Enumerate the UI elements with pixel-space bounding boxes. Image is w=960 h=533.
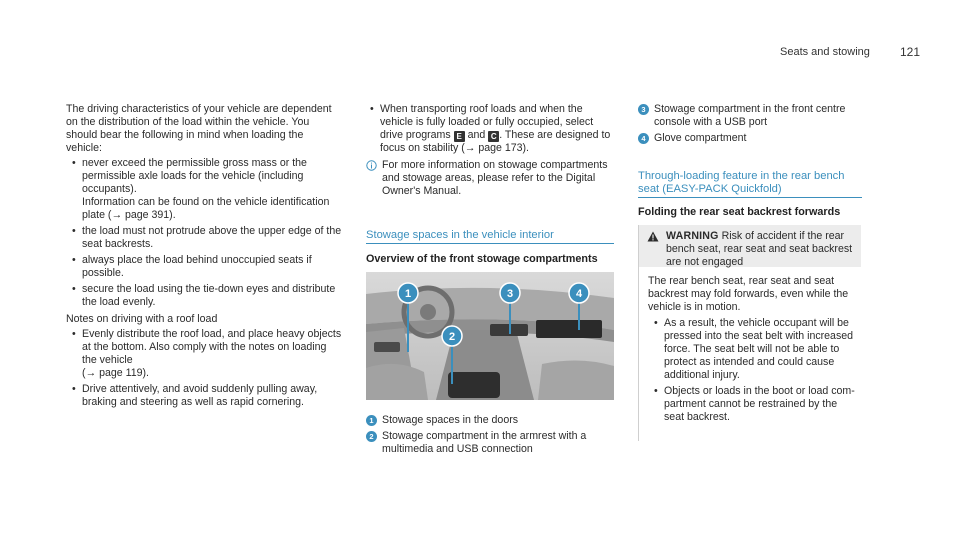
- warning-title: WARNING Risk of accident if the rear ben…: [666, 230, 853, 268]
- svg-text:4: 4: [576, 288, 583, 300]
- info-note: For more information on stowage compart­…: [366, 159, 614, 198]
- page-reference-link[interactable]: page 173).: [478, 142, 530, 154]
- drive-program-c-icon: C: [488, 131, 500, 142]
- list-item: the load must not protrude above the upp…: [72, 225, 342, 251]
- svg-text:2: 2: [449, 331, 455, 343]
- legend-number: 3: [638, 104, 649, 115]
- warning-bullet-list: As a result, the vehicle occupant will b…: [654, 317, 860, 424]
- callout-2: 2: [441, 325, 463, 347]
- legend-item: 1 Stowage spaces in the doors: [366, 414, 614, 427]
- warning-body: The rear bench seat, rear seat and seat …: [648, 275, 860, 427]
- callout-4: 4: [568, 282, 590, 304]
- legend-number: 2: [366, 431, 377, 442]
- list-item: Drive attentively, and avoid suddenly pu…: [72, 383, 342, 409]
- callout-3: 3: [499, 282, 521, 304]
- list-item: When transporting roof loads and when th…: [370, 103, 614, 155]
- legend-item: 4 Glove compartment: [638, 132, 862, 145]
- warning-left-rule: [638, 225, 639, 441]
- list-item: always place the load behind unoccupied …: [72, 254, 342, 280]
- folding-subtitle: Folding the rear seat backrest forwards: [638, 206, 841, 218]
- legend-number: 1: [366, 415, 377, 426]
- warning-triangle-icon: [647, 231, 659, 242]
- legend-item: 3 Stowage compartment in the front centr…: [638, 103, 862, 129]
- list-item: secure the load using the tie-down eyes …: [72, 283, 342, 309]
- svg-text:3: 3: [507, 288, 513, 300]
- callout-1: 1: [397, 282, 419, 304]
- column-2: When transporting roof loads and when th…: [366, 103, 614, 198]
- page-reference-link[interactable]: page 119).: [99, 367, 149, 379]
- drive-program-e-icon: E: [453, 131, 465, 142]
- page-number: 121: [900, 45, 921, 59]
- list-item: As a result, the vehicle occupant will b…: [654, 317, 860, 382]
- roof-load-bullet-list: Evenly distribute the roof load, and pla…: [72, 328, 342, 409]
- info-icon: [366, 160, 377, 171]
- legend-number: 4: [638, 133, 649, 144]
- list-item: Objects or loads in the boot or load com…: [654, 385, 860, 424]
- warning-label: WARNING: [666, 230, 719, 242]
- warning-paragraph: The rear bench seat, rear seat and seat …: [648, 275, 849, 313]
- figure-legend-left: 1 Stowage spaces in the doors 2 Stowage …: [366, 414, 614, 459]
- running-header: Seats and stowing: [780, 46, 870, 58]
- page-reference-link[interactable]: page 391).: [125, 209, 176, 221]
- interior-illustration: 1 2 3 4: [366, 272, 614, 400]
- section-rule: [366, 243, 614, 244]
- roof-load-notes-title: Notes on driving with a roof load: [66, 313, 218, 325]
- warning-header: WARNING Risk of accident if the rear ben…: [639, 225, 861, 268]
- legend-item: 2 Stowage compartment in the armrest wit…: [366, 430, 614, 456]
- overview-subtitle: Overview of the front stowage compartmen…: [366, 253, 598, 265]
- section-rule: [638, 197, 862, 198]
- section-title-stowage: Stowage spaces in the vehicle interior: [366, 229, 554, 241]
- arrow-icon: →: [85, 367, 97, 379]
- svg-text:1: 1: [405, 288, 411, 300]
- intro-paragraph: The driving characteristics of your vehi…: [66, 103, 332, 154]
- list-item: Evenly distribute the roof load, and pla…: [72, 328, 342, 380]
- loading-bullet-list: never exceed the permissible gross mass …: [72, 157, 342, 309]
- drive-program-bullet-list: When transporting roof loads and when th…: [370, 103, 614, 155]
- list-item: never exceed the permissible gross mass …: [72, 157, 342, 222]
- arrow-icon: →: [464, 142, 476, 154]
- column-1: The driving characteristics of your vehi…: [66, 103, 342, 412]
- info-text: For more information on stowage compart­…: [382, 159, 608, 197]
- section-title-easy-pack: Through-loading feature in the rear benc…: [638, 170, 845, 195]
- arrow-icon: →: [111, 209, 123, 221]
- figure-legend-right: 3 Stowage compartment in the front centr…: [638, 103, 862, 148]
- car-interior-image: 1 2 3 4: [366, 272, 614, 400]
